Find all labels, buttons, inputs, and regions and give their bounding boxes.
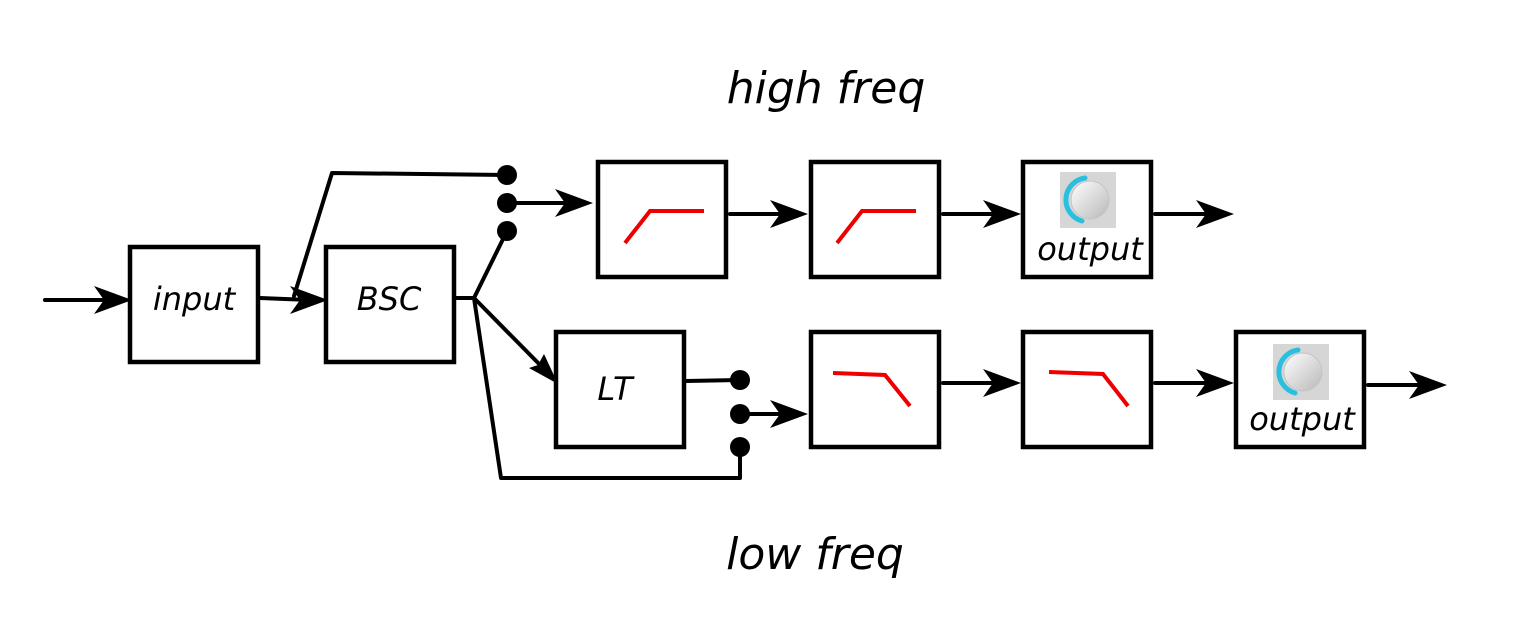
lowpass-curve-icon: [1048, 370, 1130, 408]
arrow-out-low: [1409, 371, 1447, 399]
arrowheads: [94, 189, 1447, 428]
lowpass-curve-icon: [832, 371, 912, 408]
bsc-block-label: BSC: [357, 280, 422, 318]
wire-bypass-low: [472, 296, 742, 480]
arrow-into-bsc: [290, 286, 328, 314]
low-switch-contact-bottom: [730, 437, 750, 457]
arrow-out-high: [1196, 200, 1234, 228]
arrow-into-lt: [529, 354, 558, 384]
lt-block-label: LT: [597, 370, 635, 408]
lt-block: LT: [553, 329, 687, 450]
high-switch-contact-mid: [497, 193, 517, 213]
three-way-switch-icon: [497, 165, 517, 241]
three-way-switch-icon: [730, 370, 750, 457]
low-output-block: output: [1233, 329, 1367, 450]
arrow-into-high-filter-2: [770, 200, 808, 228]
low-output-label: output: [1249, 400, 1356, 438]
high-freq-title: high freq: [727, 63, 926, 114]
low-freq-title: low freq: [726, 529, 904, 580]
input-block-label: input: [153, 280, 237, 318]
high-output-label: output: [1037, 230, 1144, 268]
low-filter-1-block: [808, 329, 942, 450]
high-switch-contact-top: [497, 165, 517, 185]
wire-bsc-lt: [472, 296, 550, 375]
low-filter-2-block: [1020, 329, 1154, 450]
input-block: input: [127, 244, 261, 365]
arrow-into-low-output: [1196, 369, 1234, 397]
high-filter-2-block: [808, 159, 942, 280]
wire-bsc-high-switch: [472, 229, 509, 300]
wires: [43, 171, 1424, 480]
arrow-into-low-filter-1: [770, 400, 808, 428]
arrow-into-high-filter-1: [555, 189, 593, 217]
volume-knob-icon: [1060, 172, 1116, 228]
highpass-curve-icon: [623, 209, 704, 245]
high-switch-contact-bottom: [497, 221, 517, 241]
wire-bypass-high: [292, 171, 509, 298]
high-filter-1-block: [595, 159, 729, 280]
arrow-into-high-output: [983, 200, 1021, 228]
low-switch-contact-top: [730, 370, 750, 390]
arrow-into-low-filter-2: [983, 369, 1021, 397]
high-output-block: output: [1020, 159, 1154, 280]
bsc-block: BSC: [323, 244, 457, 365]
highpass-curve-icon: [835, 209, 916, 245]
low-switch-contact-mid: [730, 404, 750, 424]
arrow-into-input: [94, 286, 132, 314]
volume-knob-icon: [1273, 344, 1329, 400]
